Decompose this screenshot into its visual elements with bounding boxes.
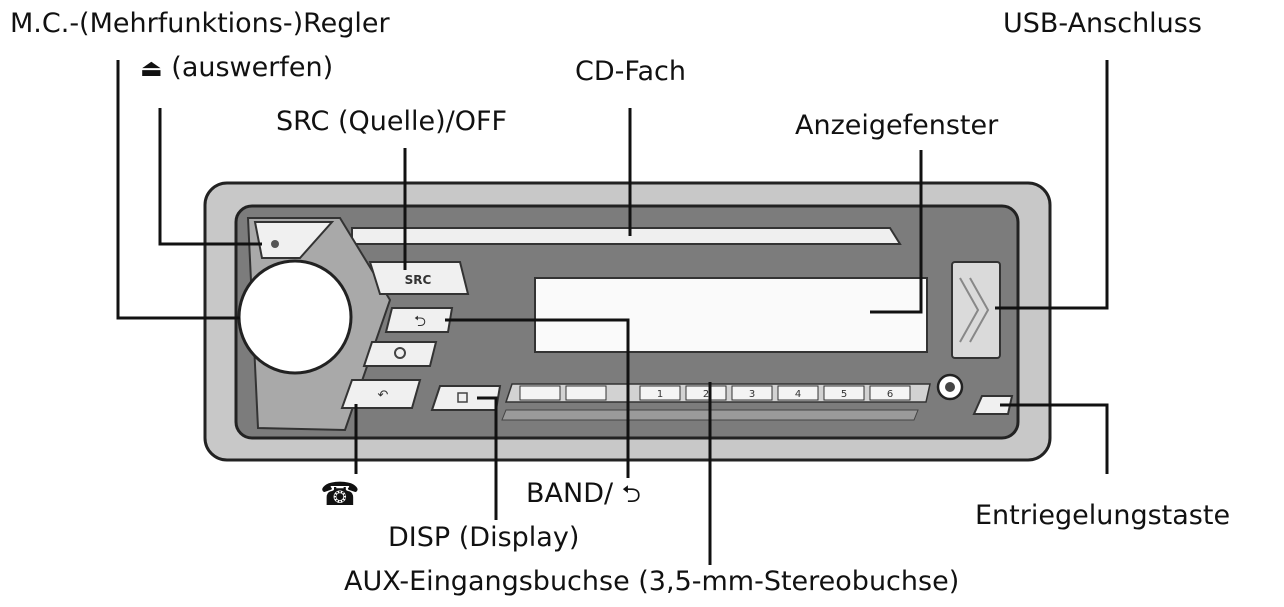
leader-usb <box>995 60 1109 310</box>
preset-buttons: 1 2 3 4 5 6 <box>519 385 911 401</box>
preset-button-4[interactable] <box>777 385 819 401</box>
search-button[interactable] <box>362 341 438 367</box>
display-window <box>534 277 928 353</box>
label-band: BAND/ ⮌ <box>526 478 641 510</box>
leader-release <box>1000 403 1109 474</box>
usb-port-chevron <box>959 277 990 343</box>
preset-button-label-1: 1 <box>657 389 663 400</box>
leader-disp <box>477 396 498 520</box>
label-cd-fach: CD-Fach <box>575 56 686 87</box>
label-phone: ☎ <box>320 475 360 513</box>
label-mc-regler: M.C.-(Mehrfunktions-)Regler <box>10 8 390 39</box>
preset-button-6[interactable] <box>869 385 911 401</box>
label-entriegelungstaste: Entriegelungstaste <box>975 500 1231 531</box>
band-button[interactable] <box>384 307 454 333</box>
leader-mc-regler <box>116 60 240 320</box>
label-disp: DISP (Display) <box>388 522 580 553</box>
label-aux: AUX-Eingangsbuchse (3,5-mm-Stereobuchse) <box>344 566 960 597</box>
label-src-off: SRC (Quelle)/OFF <box>276 106 508 137</box>
cd-slot <box>351 227 902 245</box>
back-arrow-icon: ⮌ <box>621 480 641 508</box>
phone-button[interactable] <box>340 379 422 409</box>
label-eject: ⏏ (auswerfen) <box>140 52 333 84</box>
src-button-label: SRC <box>405 273 432 287</box>
search-icon <box>394 347 406 359</box>
preset-button-label-2: 2 <box>703 389 709 400</box>
preset-button-2[interactable] <box>685 385 727 401</box>
usb-port-housing[interactable] <box>951 261 1001 359</box>
label-band-text: BAND/ <box>526 478 614 509</box>
leader-anzeigefenster <box>870 150 923 314</box>
eject-dot <box>271 240 279 248</box>
leader-eject <box>158 108 262 246</box>
label-eject-text: (auswerfen) <box>171 52 334 83</box>
preset-button-3[interactable] <box>731 385 773 401</box>
next-track-button[interactable] <box>565 385 607 401</box>
preset-button-label-6: 6 <box>887 389 893 400</box>
label-usb-anschluss: USB-Anschluss <box>1003 8 1202 39</box>
preset-button-label-3: 3 <box>749 389 755 400</box>
disp-button-icon <box>457 392 468 403</box>
preset-button-5[interactable] <box>823 385 865 401</box>
src-button[interactable] <box>368 261 470 295</box>
mc-knob[interactable] <box>237 259 353 375</box>
eject-button[interactable] <box>253 221 335 259</box>
leader-lines <box>116 60 1109 565</box>
preset-button-label-5: 5 <box>841 389 847 400</box>
prev-track-button[interactable] <box>519 385 561 401</box>
eject-icon: ⏏ <box>140 54 163 82</box>
release-button[interactable] <box>972 395 1014 415</box>
label-anzeigefenster: Anzeigefenster <box>795 110 999 141</box>
band-button-icon: ⮌ <box>414 312 426 330</box>
phone-button-icon: ↶ <box>378 388 389 403</box>
aux-jack-hole <box>945 382 955 392</box>
preset-button-label-4: 4 <box>795 389 801 400</box>
preset-button-1[interactable] <box>639 385 681 401</box>
leader-band <box>445 318 630 478</box>
